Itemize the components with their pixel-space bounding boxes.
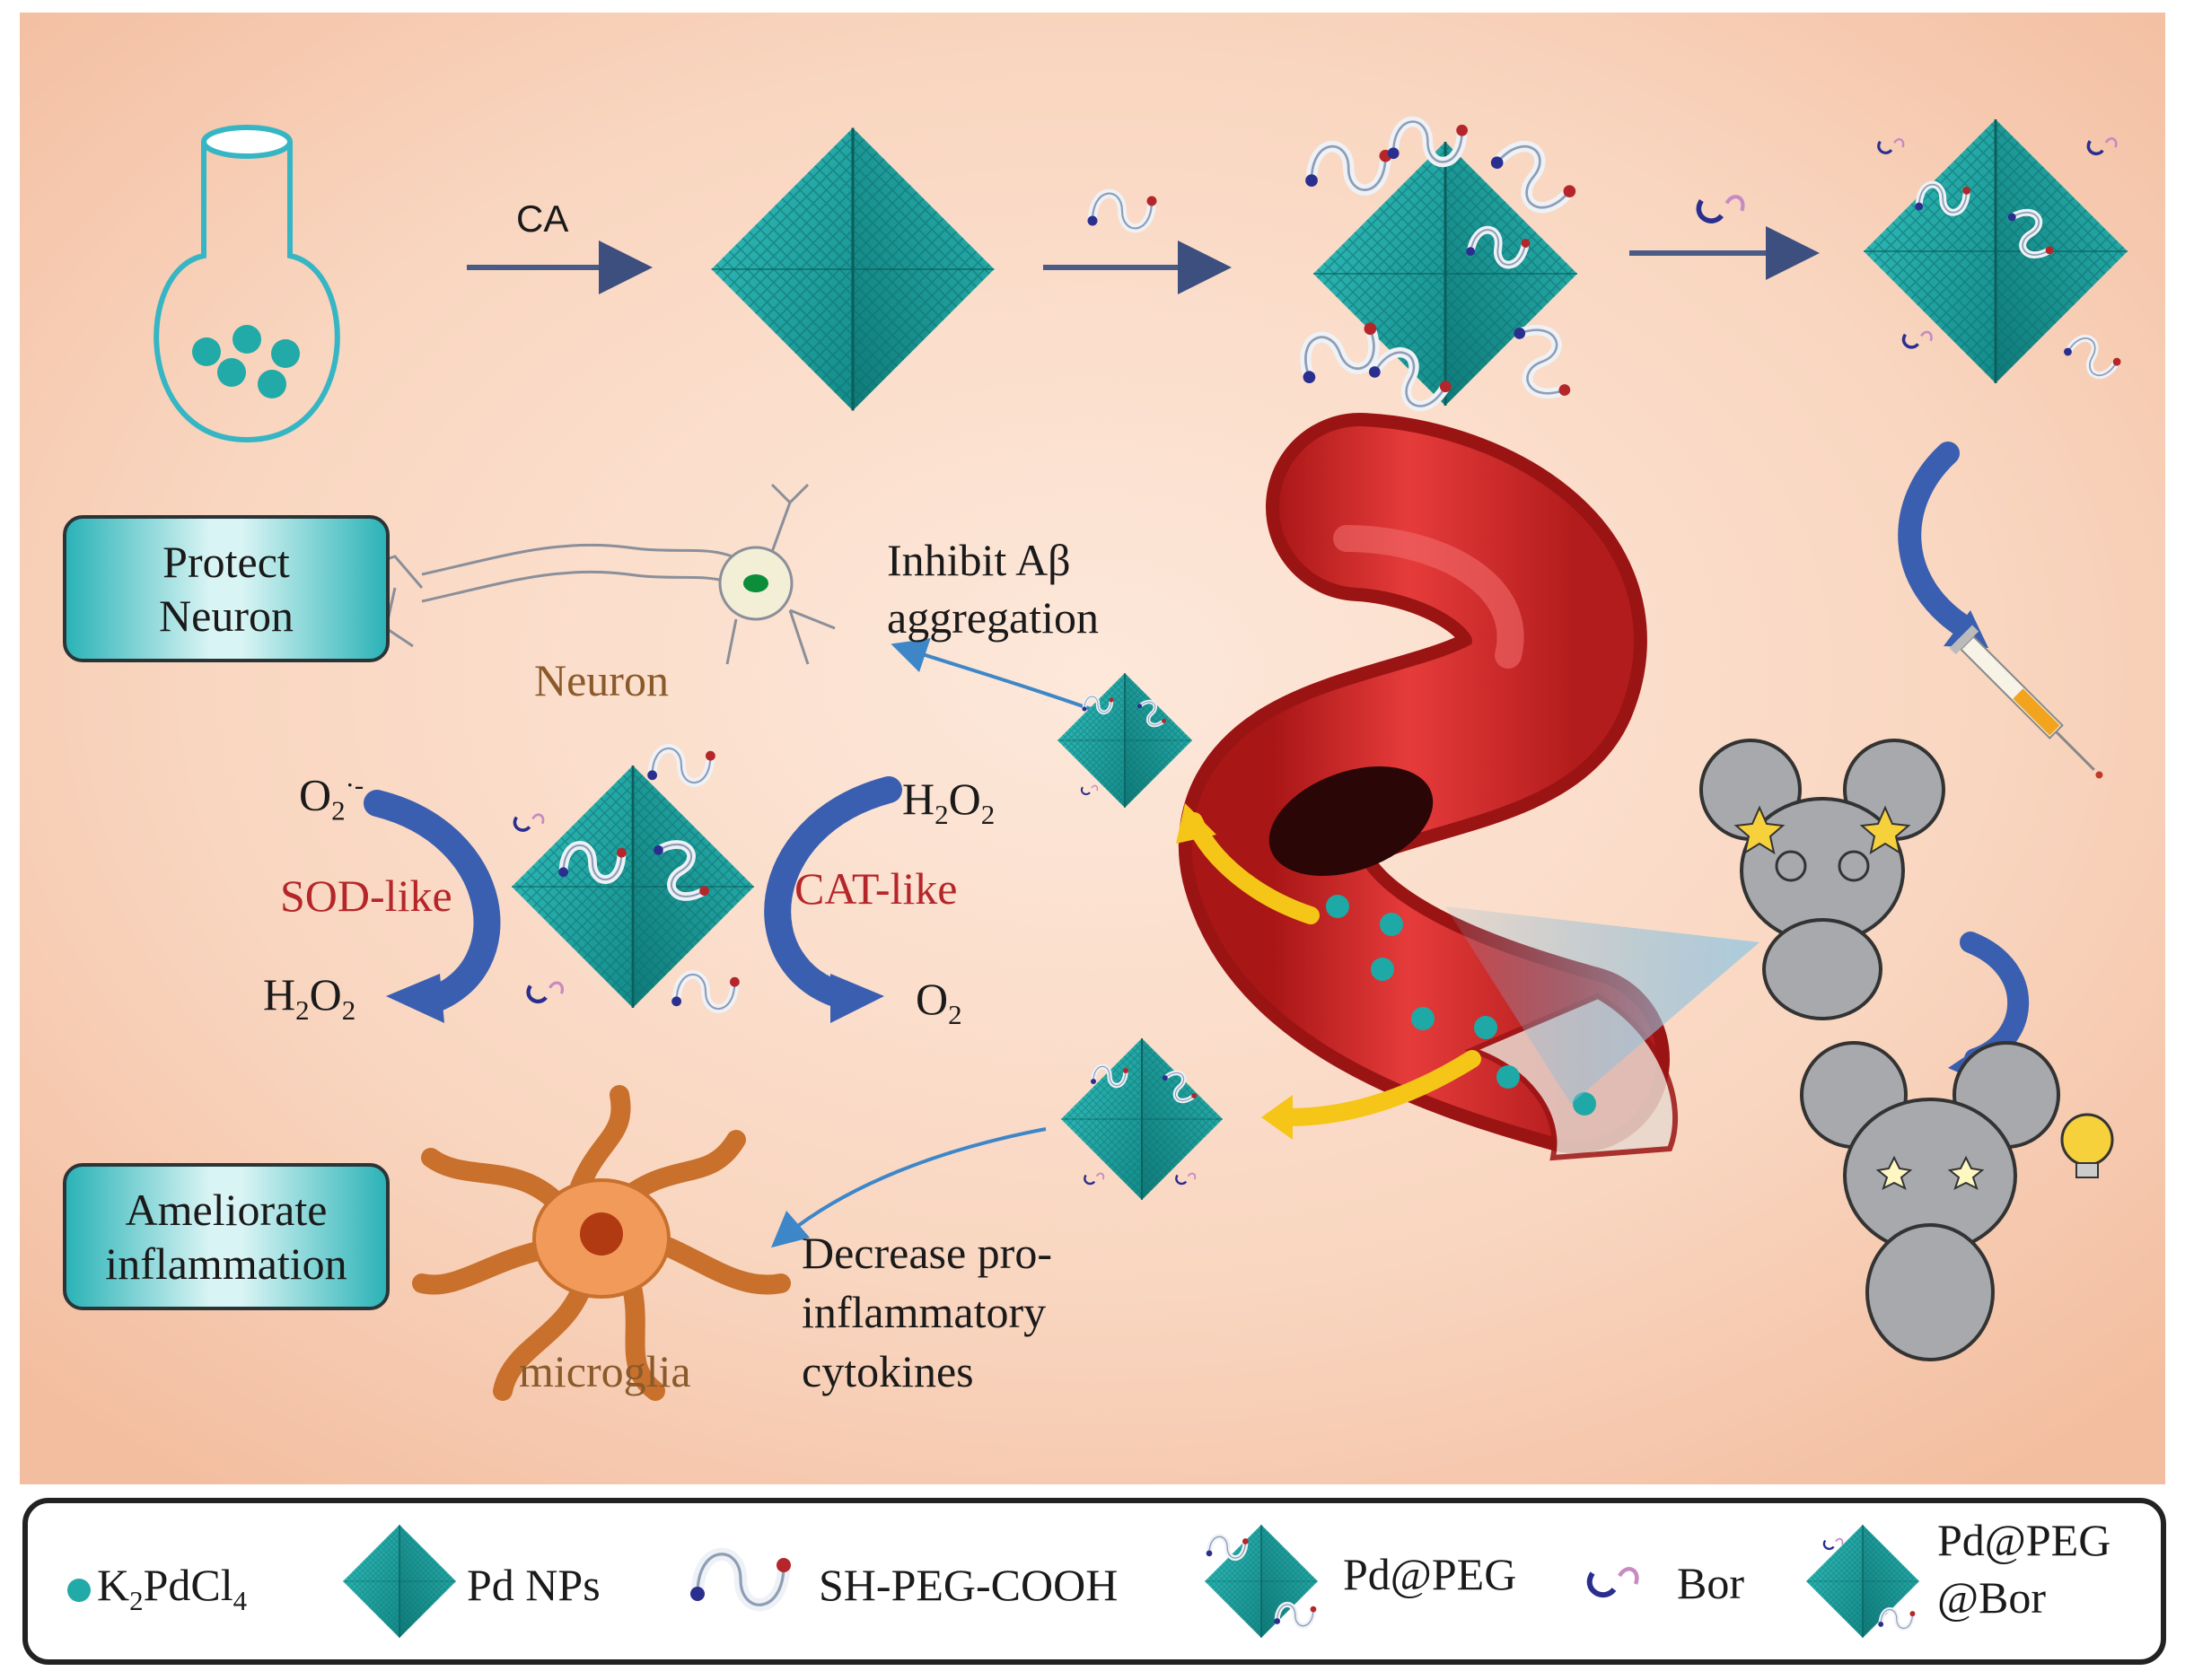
h2o2-left-label: H2O2 [263, 969, 356, 1026]
cat-arrow [764, 776, 902, 1010]
legend-k2pdcl4-icon [67, 1579, 91, 1602]
dizzy-mouse-icon [1699, 739, 1945, 1020]
h2o2-right-label: H2O2 [902, 774, 996, 830]
recovered-mouse-icon [1800, 1041, 2060, 1361]
lightbulb-icon [2060, 1113, 2114, 1178]
o2-label: O2 [916, 974, 962, 1030]
legend-k2pdcl4-label: K2PdCl4 [97, 1560, 248, 1616]
decrease-line3: cytokines [802, 1346, 974, 1396]
flask-icon [154, 125, 340, 443]
zoom-beam [1445, 906, 1759, 1104]
arrow-decrease [770, 1127, 1047, 1248]
neuron-label: Neuron [534, 655, 669, 705]
step-ca-label: CA [516, 197, 569, 240]
microglia-label: microglia [519, 1346, 691, 1396]
decrease-line2: inflammatory [802, 1287, 1047, 1337]
sod-arrow [364, 790, 501, 1014]
ameliorate-line1: Ameliorate [125, 1185, 328, 1235]
sod-like-label: SOD-like [280, 871, 452, 921]
legend-pd-peg-label: Pd@PEG [1343, 1549, 1517, 1599]
arrow-to-injection [1898, 442, 1978, 640]
legend-box [22, 1498, 2166, 1665]
decrease-line1: Decrease pro- [802, 1228, 1052, 1278]
protect-neuron-line2: Neuron [159, 591, 294, 641]
yellow-arrow-bottom [1279, 1050, 1481, 1126]
neuron-icon [367, 483, 836, 665]
legend-bor-label: Bor [1677, 1558, 1744, 1608]
microglia-icon [412, 1085, 791, 1401]
legend-pd-peg-bor-line2: @Bor [1937, 1572, 2047, 1623]
arrow-inhibit [891, 638, 1092, 711]
ameliorate-line2: inflammation [105, 1238, 347, 1289]
protect-neuron-line1: Protect [162, 537, 290, 587]
o2-radical-label: O2·- [299, 769, 364, 827]
syringe-icon [1949, 625, 2103, 779]
blood-vessel [1179, 413, 1679, 1161]
inhibit-line2: aggregation [887, 592, 1100, 643]
legend-pd-nps-label: Pd NPs [467, 1560, 601, 1610]
ameliorate-inflammation-box: Ameliorate inflammation [63, 1163, 390, 1310]
protect-neuron-box: Protect Neuron [63, 515, 390, 662]
cat-like-label: CAT-like [794, 863, 958, 914]
legend-pd-peg-bor-line1: Pd@PEG [1937, 1515, 2111, 1565]
inhibit-line1: Inhibit Aβ [887, 535, 1071, 585]
legend-sh-peg-label: SH-PEG-COOH [819, 1560, 1119, 1610]
